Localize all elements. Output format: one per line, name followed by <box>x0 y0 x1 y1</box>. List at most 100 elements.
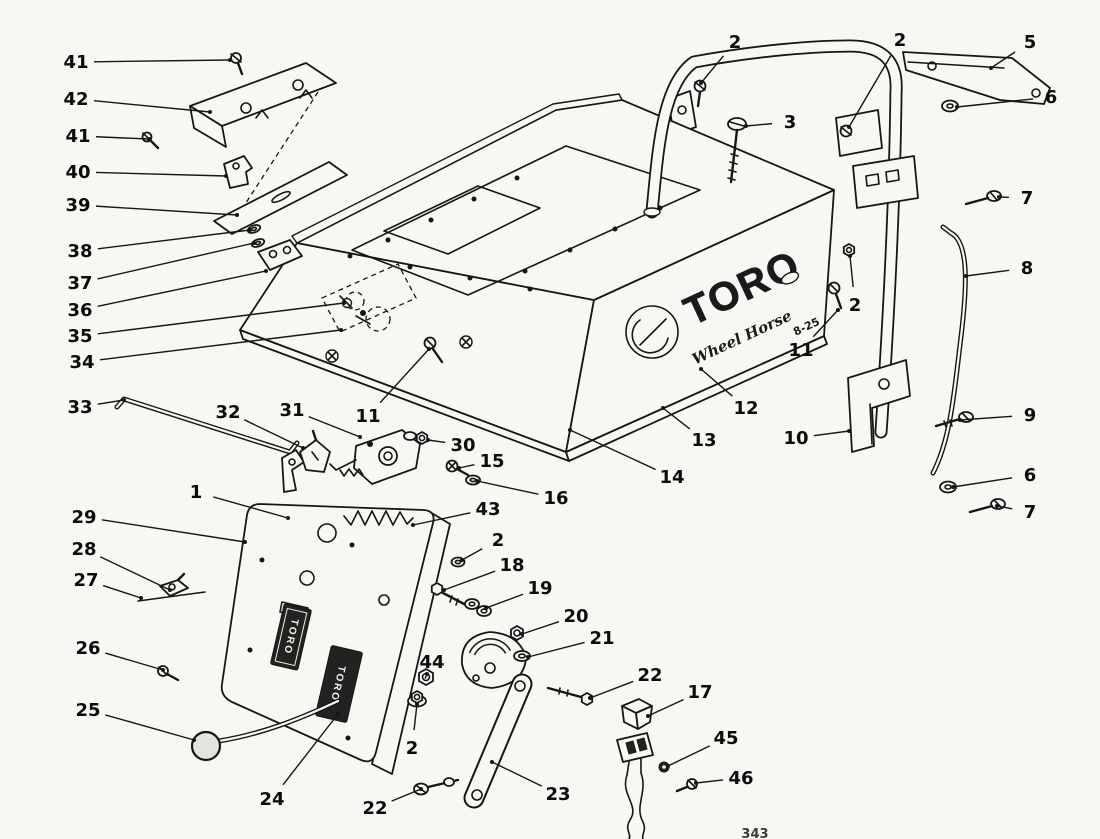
callout-19: 19 <box>484 578 553 610</box>
callout-number: 16 <box>543 488 568 509</box>
callout-number: 21 <box>589 628 614 649</box>
wire <box>639 772 646 839</box>
callout-number: 39 <box>65 195 90 216</box>
bolt-22-lower <box>413 777 460 796</box>
callout-number: 43 <box>475 499 500 520</box>
callout-number: 24 <box>259 789 284 810</box>
callout-38: 38 <box>67 228 252 262</box>
callout-number: 18 <box>499 555 524 576</box>
alignment-line <box>239 91 319 213</box>
callout-44: 44 <box>419 652 445 679</box>
callout-number: 20 <box>563 606 588 627</box>
callout-16: 16 <box>475 479 569 509</box>
callout-number: 12 <box>733 398 758 419</box>
callout-number: 6 <box>1045 87 1058 108</box>
callout-number: 2 <box>729 32 742 53</box>
callout-number: 32 <box>215 402 240 423</box>
callout-number: 7 <box>1021 188 1034 209</box>
latch-assembly <box>329 429 421 485</box>
bolt-right-mid <box>827 281 843 310</box>
corner-bracket <box>257 239 303 271</box>
callout-number: 11 <box>355 406 380 427</box>
callout-number: 44 <box>419 652 444 673</box>
callout-35: 35 <box>67 301 346 347</box>
callout-number: 7 <box>1024 502 1037 523</box>
callout-46: 46 <box>694 768 754 789</box>
callout-21: 21 <box>526 628 615 659</box>
face-screw-left <box>325 349 339 363</box>
callout-number: 2 <box>849 295 862 316</box>
latch-bracket <box>852 155 919 209</box>
washer-21 <box>513 650 531 662</box>
callout-number: 30 <box>450 435 475 456</box>
callout-number: 14 <box>659 467 684 488</box>
nut-right-mid <box>842 243 856 257</box>
callout-42: 42 <box>63 89 212 114</box>
link-bar <box>463 673 533 809</box>
callout-32: 32 <box>215 402 305 450</box>
bolt-18 <box>430 582 468 607</box>
callout-17: 17 <box>646 682 713 718</box>
toro-emblem-icon <box>625 305 679 359</box>
handle-frame <box>643 39 903 439</box>
callout-number: 27 <box>73 570 98 591</box>
callout-1: 1 <box>190 482 290 520</box>
spring <box>343 510 414 526</box>
key-switch <box>621 698 653 730</box>
callout-number: 8 <box>1021 258 1034 279</box>
washers-19 <box>464 598 492 617</box>
callout-number: 34 <box>69 352 94 373</box>
callout-31: 31 <box>279 400 362 439</box>
callout-number: 3 <box>784 112 797 133</box>
callout-number: 5 <box>1024 32 1037 53</box>
screw-46 <box>675 778 698 793</box>
callout-2: 2 <box>699 32 741 85</box>
lift-rod <box>114 396 300 455</box>
callout-number: 36 <box>67 300 92 321</box>
callout-number: 22 <box>362 798 387 819</box>
callout-2: 2 <box>406 702 419 759</box>
callout-37: 37 <box>67 241 256 294</box>
callout-number: 29 <box>71 507 96 528</box>
nut-30 <box>403 431 429 445</box>
callout-5: 5 <box>989 32 1036 70</box>
top-bar-bracket <box>902 51 1051 105</box>
callout-number: 2 <box>406 738 419 759</box>
lever-knob <box>190 730 222 762</box>
hidden-linkage <box>321 263 417 333</box>
control-panel: TORO TORO <box>220 503 451 775</box>
callout-18: 18 <box>442 555 525 592</box>
page-number: 343 <box>741 827 768 839</box>
callout-11: 11 <box>788 308 840 361</box>
callout-7: 7 <box>997 188 1033 209</box>
callout-number: 33 <box>67 397 92 418</box>
callout-25: 25 <box>75 700 196 742</box>
callout-14: 14 <box>568 428 685 488</box>
callout-15: 15 <box>457 451 505 472</box>
nut-20 <box>510 625 524 641</box>
callout-number: 11 <box>788 340 813 361</box>
callout-27: 27 <box>73 570 143 600</box>
callout-33: 33 <box>67 397 126 418</box>
callout-8: 8 <box>964 258 1033 279</box>
panel-decal-b: TORO <box>315 645 363 723</box>
callout-number: 26 <box>75 638 100 659</box>
interlock-arm <box>137 572 206 602</box>
callout-number: 46 <box>728 768 753 789</box>
callout-number: 10 <box>783 428 808 449</box>
callout-3: 3 <box>744 112 796 133</box>
callout-number: 42 <box>63 89 88 110</box>
callout-number: 28 <box>71 539 96 560</box>
callout-7: 7 <box>995 502 1036 523</box>
callout-2: 2 <box>848 254 861 316</box>
callout-22: 22 <box>588 665 663 700</box>
callout-number: 17 <box>687 682 712 703</box>
wire <box>624 774 634 839</box>
grommet-45 <box>658 761 670 773</box>
callout-number: 45 <box>713 728 738 749</box>
callout-40: 40 <box>65 162 228 183</box>
callout-number: 23 <box>545 784 570 805</box>
